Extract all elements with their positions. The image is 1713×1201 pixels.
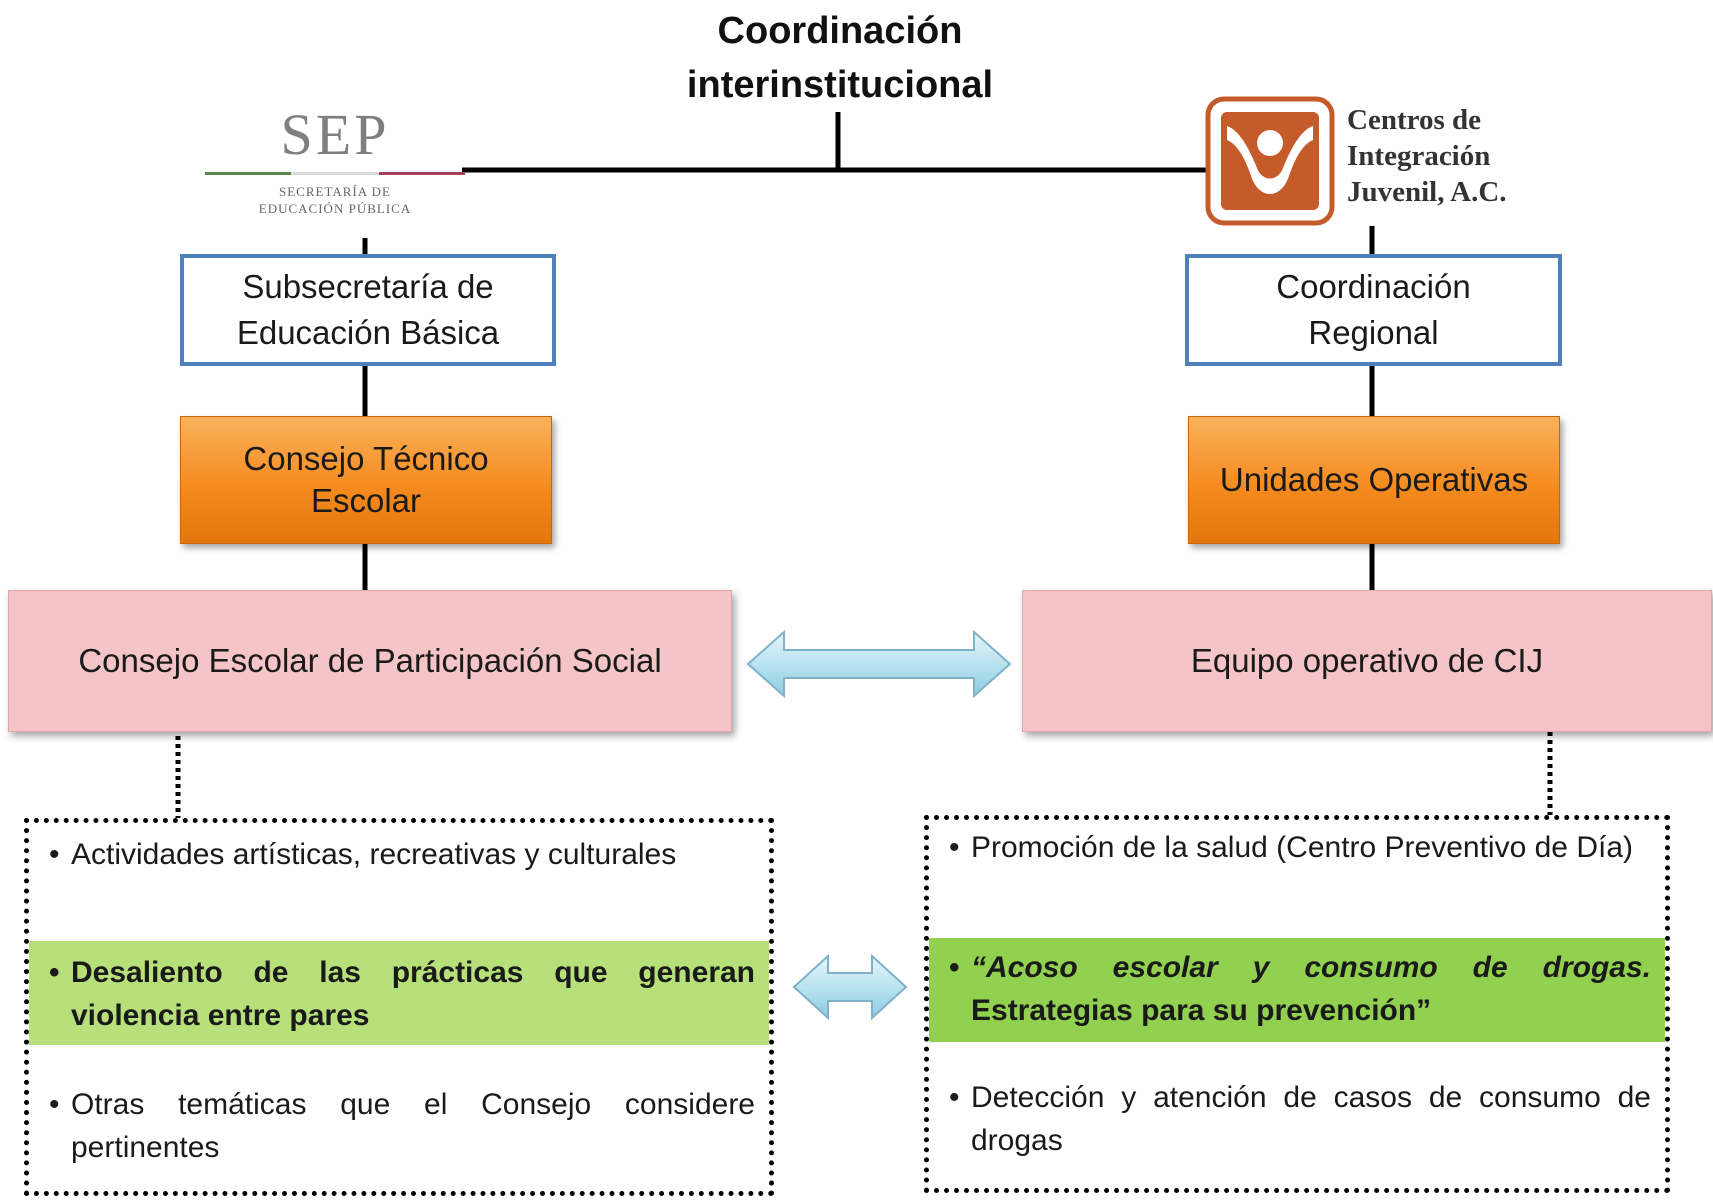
bullet-icon: • — [49, 838, 60, 871]
left-list-item-2: • Desaliento de las prácticas que genera… — [29, 941, 769, 1045]
coordinacion-regional-line-2: Regional — [1308, 314, 1439, 351]
right-item-2-italic: “Acoso escolar y consumo de drogas. — [971, 951, 1651, 984]
sep-logo-subtitle-2: EDUCACIÓN PÚBLICA — [258, 201, 412, 216]
left-list-item-3: • Otras temáticas que el Consejo conside… — [29, 1083, 769, 1169]
title-line-2: interinstitucional — [686, 64, 994, 106]
bullet-icon: • — [949, 831, 960, 864]
left-list-item-1: • Actividades artísticas, recreativas y … — [29, 833, 769, 876]
coordinacion-regional-box: Coordinación Regional — [1185, 254, 1562, 366]
consejo-tecnico-box: Consejo Técnico Escolar — [180, 416, 552, 544]
title-line-1: Coordinación — [717, 10, 963, 52]
bullet-icon: • — [949, 951, 960, 984]
sep-logo: SEP SECRETARÍA DE EDUCACIÓN PÚBLICA — [205, 104, 465, 224]
consejo-tecnico-line-1: Consejo Técnico — [243, 440, 489, 477]
right-list-item-1: • Promoción de la salud (Centro Preventi… — [929, 826, 1665, 869]
subsecretaria-box: Subsecretaría de Educación Básica — [180, 254, 556, 366]
sep-logo-stripe — [205, 172, 465, 175]
bottom-double-arrow — [792, 953, 908, 1021]
cij-logo-line-2: Integración — [1347, 140, 1491, 172]
sep-logo-subtitle-1: SECRETARÍA DE — [279, 184, 391, 199]
left-activities-list: • Actividades artísticas, recreativas y … — [24, 818, 774, 1196]
unidades-operativas-box: Unidades Operativas — [1188, 416, 1560, 544]
right-list-item-2: • “Acoso escolar y consumo de drogas. Es… — [929, 938, 1665, 1042]
consejo-escolar-label: Consejo Escolar de Participación Social — [78, 642, 662, 679]
equipo-operativo-label: Equipo operativo de CIJ — [1190, 642, 1544, 679]
subsecretaria-line-1: Subsecretaría de — [242, 268, 494, 305]
sep-logo-name: SEP — [280, 102, 390, 167]
equipo-operativo-box: Equipo operativo de CIJ — [1022, 590, 1712, 732]
right-activities-list: • Promoción de la salud (Centro Preventi… — [924, 815, 1670, 1193]
right-item-2-text: “Acoso escolar y consumo de drogas. Estr… — [971, 946, 1651, 1032]
cij-logo: Centros de Integración Juvenil, A.C. — [1205, 96, 1625, 226]
diagram-title: Coordinación interinstitucional — [560, 4, 1120, 112]
right-item-1-text: Promoción de la salud (Centro Preventivo… — [971, 831, 1633, 864]
bullet-icon: • — [49, 956, 60, 989]
unidades-operativas-label: Unidades Operativas — [1219, 461, 1529, 498]
cij-logo-line-1: Centros de — [1347, 104, 1481, 136]
left-item-3-text: Otras temáticas que el Consejo considere… — [71, 1088, 755, 1164]
subsecretaria-line-2: Educación Básica — [236, 314, 500, 351]
consejo-tecnico-line-2: Escolar — [310, 482, 422, 519]
left-item-2-text: Desaliento de las prácticas que generan … — [71, 956, 755, 1032]
right-item-3-text: Detección y atención de casos de consumo… — [971, 1081, 1651, 1157]
right-item-2-rest: Estrategias para su prevención” — [971, 994, 1432, 1027]
cij-logo-text: Centros de Integración Juvenil, A.C. — [1347, 102, 1507, 210]
bullet-icon: • — [949, 1081, 960, 1114]
right-list-item-3: • Detección y atención de casos de consu… — [929, 1076, 1665, 1162]
bullet-icon: • — [49, 1088, 60, 1121]
cij-logo-line-3: Juvenil, A.C. — [1347, 176, 1507, 208]
consejo-escolar-box: Consejo Escolar de Participación Social — [8, 590, 732, 732]
left-item-1-text: Actividades artísticas, recreativas y cu… — [71, 838, 677, 871]
top-double-arrow — [746, 629, 1012, 699]
cij-logo-emblem — [1205, 96, 1335, 226]
coordinacion-regional-line-1: Coordinación — [1276, 268, 1471, 305]
